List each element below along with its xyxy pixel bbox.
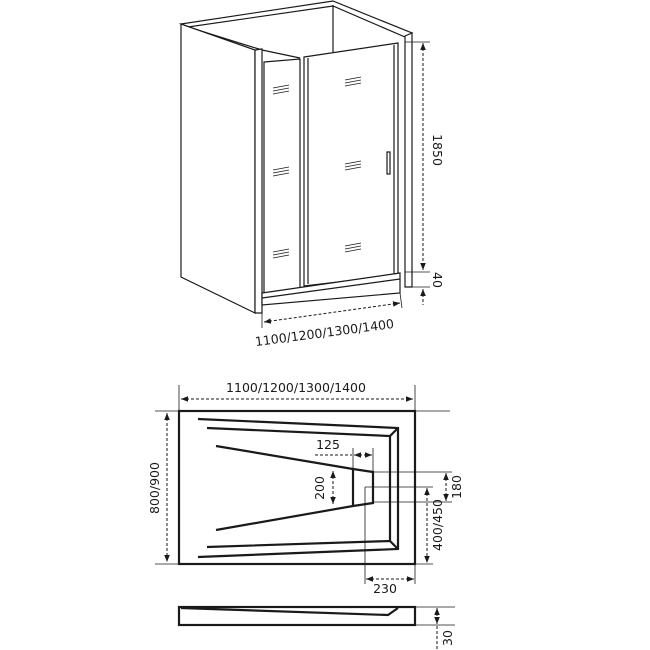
glass-marks xyxy=(272,76,362,259)
drain-height-label: 200 xyxy=(312,476,327,500)
width-dimension xyxy=(263,301,401,324)
drain-offset-label: 180 xyxy=(449,475,464,499)
tray-outline xyxy=(177,409,417,566)
tray-thickness-label: 30 xyxy=(440,630,455,646)
tray-depth-label: 800/900 xyxy=(147,462,162,514)
tray-height-label: 40 xyxy=(430,272,445,288)
height-label: 1850 xyxy=(430,134,445,166)
tray-profile-view: 30 xyxy=(177,605,455,650)
top-rim xyxy=(178,0,414,38)
tray-plan-view: 1100/1200/1300/1400 800/900 125 200 180 … xyxy=(147,380,464,596)
tray-width-label: 1100/1200/1300/1400 xyxy=(226,380,366,395)
drain-from-bottom-label: 400/450 xyxy=(430,499,445,551)
left-frame xyxy=(254,48,263,314)
fixed-glass-panel xyxy=(263,58,301,295)
door-handle xyxy=(386,151,391,175)
tray-slope-lines xyxy=(197,417,400,559)
tray-profile-outline xyxy=(177,605,417,627)
drain-width-label: 125 xyxy=(316,437,340,452)
drain-from-right-label: 230 xyxy=(373,581,397,596)
left-side-panel xyxy=(180,23,256,314)
enclosure-view: 1850 40 1100/1200/1300/1400 xyxy=(178,0,445,349)
tray-profile-slope xyxy=(180,606,399,617)
threshold-line xyxy=(261,278,401,299)
sliding-door-panel xyxy=(303,42,399,287)
right-wall-panel xyxy=(404,32,413,288)
